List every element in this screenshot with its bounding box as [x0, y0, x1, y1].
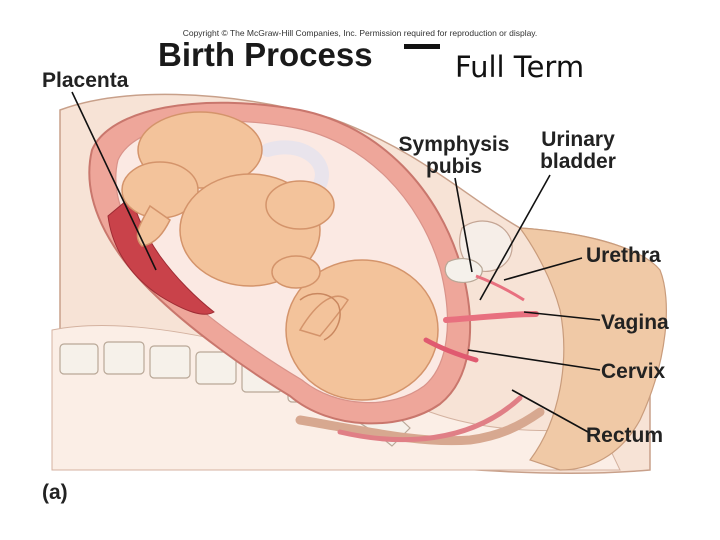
- label-placenta: Placenta: [42, 69, 129, 92]
- title-dash: [404, 44, 440, 49]
- symphysis-pubis: [444, 258, 483, 283]
- pelvis: [295, 407, 545, 446]
- rectum-channel: [337, 395, 523, 443]
- label-symphysis-pubis: Symphysis pubis: [388, 134, 520, 178]
- vaginal-canal: [443, 311, 539, 323]
- leader-lines: [71, 91, 601, 433]
- cervix-region: [423, 337, 479, 363]
- page-subtitle: Full Term: [455, 50, 585, 84]
- urethra: [475, 274, 525, 302]
- fetus-illustration: [121, 111, 439, 401]
- copyright-notice: Copyright © The McGraw-Hill Companies, I…: [182, 28, 538, 38]
- label-urinary-bladder: Urinary bladder: [530, 129, 626, 173]
- label-symphysis-line2: pubis: [426, 155, 482, 178]
- thigh: [518, 227, 667, 471]
- label-cervix: Cervix: [601, 360, 666, 383]
- label-symphysis-line1: Symphysis: [398, 133, 510, 156]
- label-urinary-line1: Urinary: [541, 128, 615, 151]
- fetal-face: [299, 292, 341, 341]
- urinary-bladder: [459, 220, 513, 272]
- label-urethra: Urethra: [586, 244, 661, 267]
- figure-label: (a): [42, 481, 68, 504]
- label-rectum: Rectum: [586, 424, 664, 447]
- label-urinary-line2: bladder: [540, 150, 616, 173]
- page-title: Birth Process: [158, 36, 373, 73]
- label-vagina: Vagina: [601, 311, 669, 334]
